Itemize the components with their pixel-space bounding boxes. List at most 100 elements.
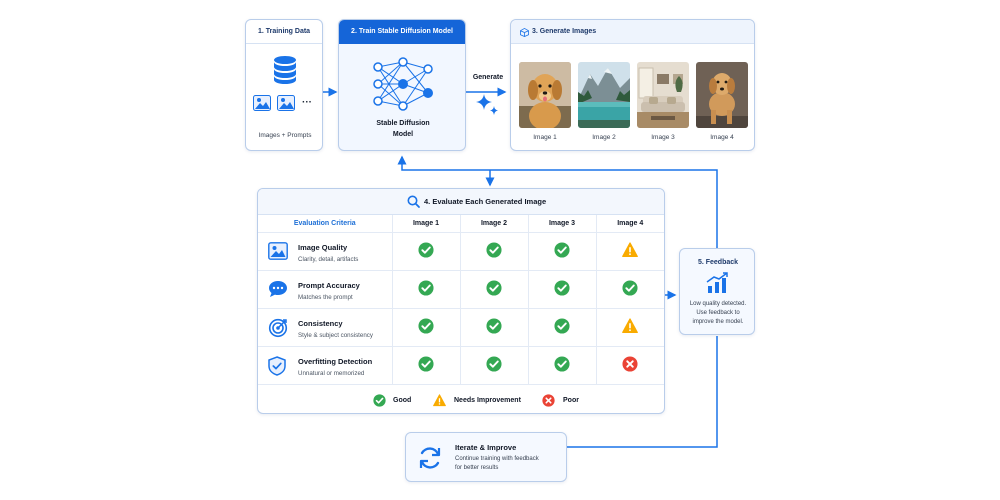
- rating-cell: [595, 346, 664, 385]
- criteria-description: Unnatural or memorized: [298, 369, 365, 377]
- chat-icon: [268, 280, 288, 300]
- check-circle-icon: [486, 242, 502, 258]
- evaluate-box: 4. Evaluate Each Generated Image Evaluat…: [257, 188, 665, 414]
- shield-check-icon: [268, 355, 288, 376]
- more-dots-icon: ···: [302, 97, 312, 108]
- model-label-line1: Stable Diffusion: [376, 120, 430, 127]
- bar-chart-trend-icon: [706, 272, 728, 293]
- image-icon: [268, 241, 288, 262]
- check-circle-icon: [554, 280, 570, 296]
- rating-cell: [459, 270, 528, 309]
- feedback-line3: improve the model.: [692, 319, 744, 325]
- iterate-line1: Continue training with feedback: [455, 456, 539, 462]
- loop-iterate-to-feedback: [567, 336, 718, 448]
- legend-good-icon: [373, 394, 386, 407]
- rating-cell: [527, 270, 596, 309]
- rating-cell: [391, 346, 460, 385]
- criteria-description: Matches the prompt: [298, 293, 353, 301]
- column-header: Image 4: [595, 215, 664, 233]
- generated-image-2: [578, 62, 630, 128]
- evaluation-table: Evaluation Criteria Image 1 Image 2 Imag…: [258, 215, 664, 385]
- rating-cell: [459, 308, 528, 347]
- criteria-name: Overfitting Detection: [298, 356, 373, 366]
- check-circle-icon: [486, 318, 502, 334]
- column-header: Image 2: [459, 215, 528, 233]
- training-data-box: 1. Training Data ··· Images + Prompts: [245, 19, 323, 151]
- generated-image-3-label: Image 3: [651, 134, 675, 141]
- generate-images-title: 3. Generate Images: [532, 28, 597, 35]
- legend-needs-improvement-label: Needs Improvement: [454, 397, 521, 404]
- column-header: Image 3: [527, 215, 596, 233]
- criteria-description: Clarity, detail, artifacts: [298, 255, 359, 263]
- check-circle-icon: [622, 280, 638, 296]
- search-icon: [407, 195, 420, 208]
- legend: Good Needs Improvement Poor: [258, 391, 664, 411]
- image-icon: [253, 95, 271, 111]
- rating-cell: [391, 232, 460, 271]
- generated-image-1-label: Image 1: [533, 134, 557, 141]
- check-circle-icon: [554, 318, 570, 334]
- check-circle-icon: [486, 280, 502, 296]
- legend-poor-icon: [542, 394, 555, 407]
- generate-label: Generate: [472, 74, 504, 81]
- generate-images-box: 3. Generate Images Image 1: [510, 19, 755, 151]
- training-data-title: 1. Training Data: [246, 20, 322, 44]
- feedback-line1: Low quality detected.: [689, 301, 747, 307]
- rating-cell: [595, 270, 664, 309]
- generated-image-3: [637, 62, 689, 128]
- rating-cell: [527, 346, 596, 385]
- cube-icon: [520, 27, 529, 37]
- column-header: Image 1: [391, 215, 460, 233]
- model-label-line2: Model: [392, 131, 414, 138]
- check-circle-icon: [418, 356, 434, 372]
- rating-cell: [459, 232, 528, 271]
- check-circle-icon: [418, 242, 434, 258]
- iterate-title: Iterate & Improve: [455, 443, 517, 452]
- check-circle-icon: [418, 318, 434, 334]
- landscape-image: [578, 62, 630, 128]
- refresh-icon: [419, 447, 441, 469]
- rating-cell: [527, 232, 596, 271]
- generated-image-4: [696, 62, 748, 128]
- generated-image-2-label: Image 2: [592, 134, 616, 141]
- criteria-name: Image Quality: [298, 242, 348, 252]
- generated-image-4-label: Image 4: [710, 134, 734, 141]
- rating-cell: [595, 232, 664, 271]
- legend-good-label: Good: [393, 397, 412, 404]
- check-circle-icon: [554, 242, 570, 258]
- criteria-name: Consistency: [298, 318, 343, 328]
- train-model-title: 2. Train Stable Diffusion Model: [339, 20, 465, 44]
- neural-network-icon: [373, 57, 433, 111]
- living-room-image: [637, 62, 689, 128]
- sparkle-icon: [476, 94, 498, 115]
- x-circle-icon: [622, 356, 638, 372]
- evaluate-title: 4. Evaluate Each Generated Image: [424, 197, 547, 206]
- feedback-line2: Use feedback to: [696, 310, 740, 316]
- dog-image: [519, 62, 571, 128]
- training-data-caption: Images + Prompts: [258, 132, 312, 139]
- generate-images-header: 3. Generate Images: [511, 20, 754, 44]
- check-circle-icon: [486, 356, 502, 372]
- iterate-box: Iterate & Improve Continue training with…: [405, 432, 567, 482]
- train-model-box: 2. Train Stable Diffusion Model Stable D…: [338, 19, 466, 151]
- rating-cell: [595, 308, 664, 347]
- legend-needs-improvement-icon: [433, 394, 446, 407]
- criteria-name: Prompt Accuracy: [298, 280, 360, 290]
- evaluation-table-header: Evaluation Criteria Image 1 Image 2 Imag…: [258, 215, 664, 233]
- iterate-line2: for better results: [455, 465, 499, 471]
- generated-image-1: [519, 62, 571, 128]
- rating-cell: [391, 308, 460, 347]
- dog-image: [696, 62, 748, 128]
- database-icon: [274, 56, 296, 84]
- evaluate-header: 4. Evaluate Each Generated Image: [258, 189, 664, 215]
- criteria-header: Evaluation Criteria: [258, 215, 392, 233]
